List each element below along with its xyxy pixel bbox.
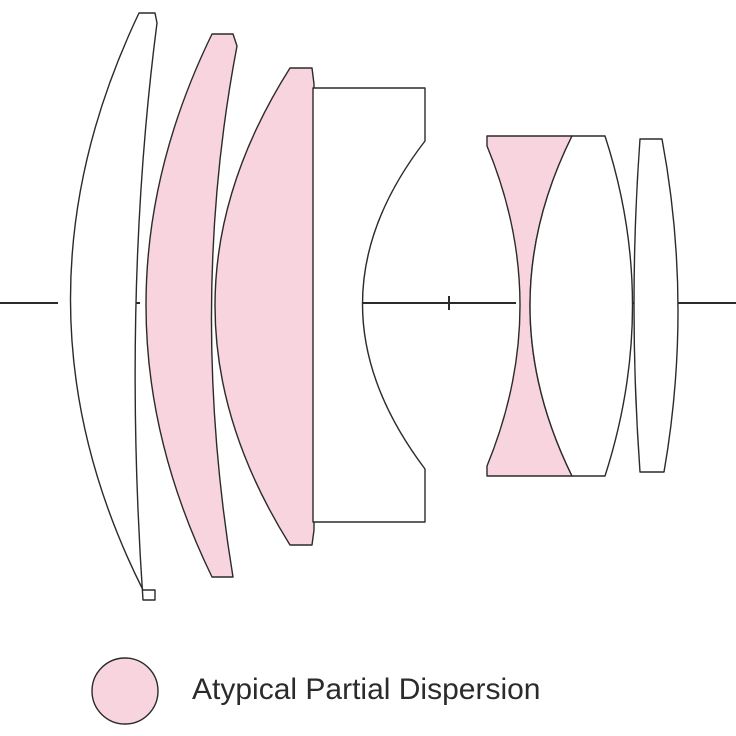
legend-label: Atypical Partial Dispersion [192, 673, 541, 706]
lens-element-1 [69, 12, 158, 601]
legend-swatch [91, 657, 159, 725]
lens-element-3 [214, 67, 315, 546]
lens-element-7 [633, 138, 679, 473]
lens-element-2 [145, 33, 238, 578]
lens-element-4 [312, 87, 426, 523]
lens-element-6 [529, 135, 634, 477]
